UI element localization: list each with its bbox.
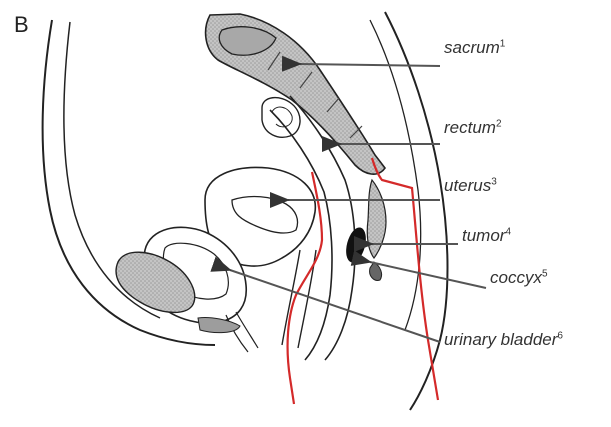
posterior-body-outline — [385, 12, 448, 410]
leader-sacrum — [300, 64, 440, 66]
tumor-mass — [343, 225, 370, 264]
perineal-body — [198, 317, 240, 332]
leader-bladder — [230, 270, 440, 342]
label-tumor: tumor4 — [462, 226, 511, 246]
label-coccyx: coccyx5 — [490, 268, 548, 288]
panel-letter: B — [14, 12, 29, 38]
label-uterus: uterus3 — [444, 176, 497, 196]
label-rectum: rectum2 — [444, 118, 502, 138]
label-urinary-bladder: urinary bladder6 — [444, 330, 563, 350]
coccyx-shape — [367, 180, 386, 258]
resection-line-posterior — [372, 158, 438, 400]
leader-coccyx — [370, 262, 486, 288]
bowel-loop — [262, 98, 300, 138]
label-sacrum: sacrum1 — [444, 38, 505, 58]
